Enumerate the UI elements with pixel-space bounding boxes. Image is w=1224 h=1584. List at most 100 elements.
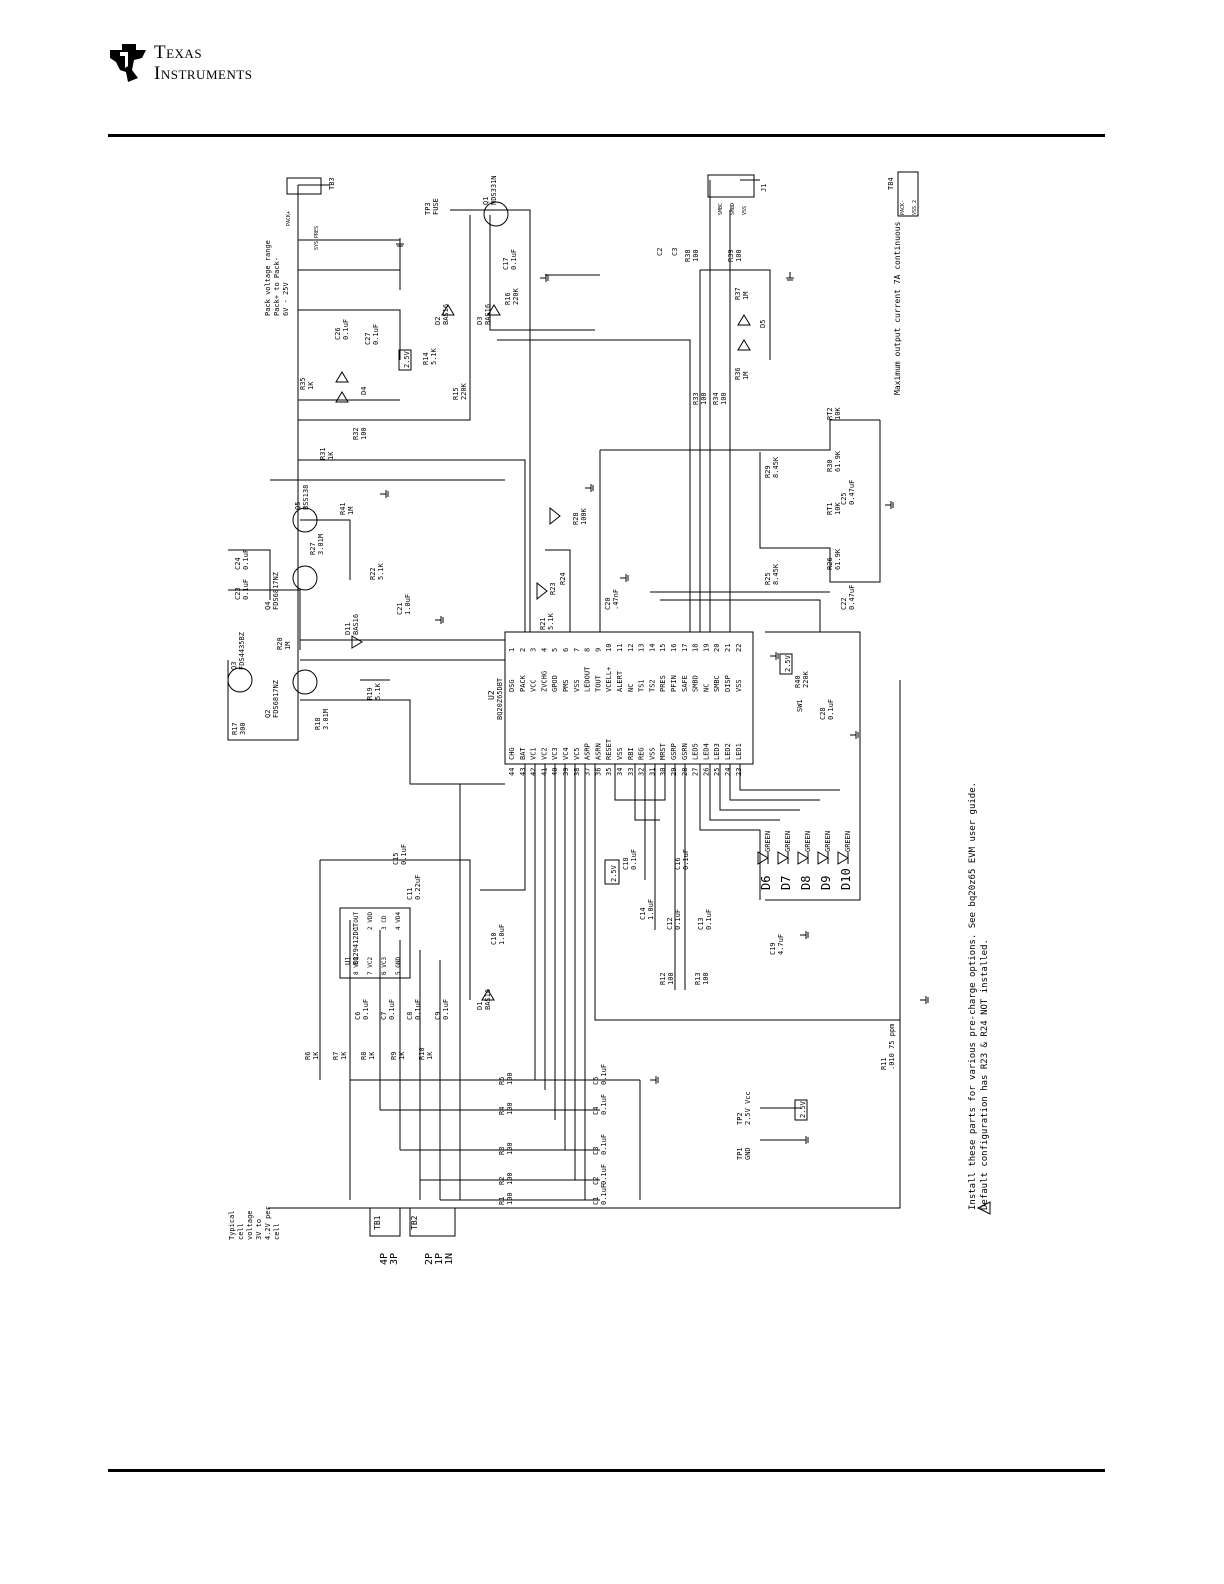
- component-value: 0.1uF: [674, 909, 682, 930]
- component-ref: R20: [276, 637, 284, 650]
- u2-pin-name: DSG: [508, 679, 516, 692]
- component-value: NDS331N: [490, 175, 498, 205]
- j1-box: [707, 174, 755, 198]
- component-ref: C15: [392, 852, 400, 865]
- u2-pin-name: REG: [638, 747, 646, 760]
- component-ref: R31: [319, 447, 327, 460]
- j1-ref: J1: [760, 184, 768, 192]
- company-name: Texas Instruments: [154, 42, 253, 84]
- install-note: Install these parts for various pre-char…: [968, 782, 978, 1210]
- j1-pin: SMBD: [730, 203, 736, 215]
- component-ref: R26: [826, 557, 834, 570]
- component-ref: C3: [671, 248, 679, 256]
- u2-pin-name: GSRN: [681, 743, 689, 760]
- u2-pin-number: 25: [713, 768, 721, 776]
- u2-pin-number: 13: [638, 644, 646, 652]
- tb4-box: [897, 171, 919, 217]
- u1-pin: 5 GND: [395, 957, 402, 975]
- pack-range-group: Pack voltage range Pack+ to Pack- 6V - 2…: [264, 240, 290, 316]
- tp1-label: TP1 GND: [736, 1147, 752, 1160]
- u2-pin-number: 4: [540, 648, 548, 652]
- u2-pin-name: LED5: [692, 743, 700, 760]
- component-ref: C9: [434, 1012, 442, 1020]
- component-value: 0.1uF: [682, 849, 690, 870]
- pack-range-2: Pack+ to Pack-: [273, 257, 281, 316]
- u2-part: BQ20Z65DBT: [496, 677, 504, 720]
- led-color: GREEN: [784, 831, 792, 852]
- cell-v-5: 4.2V per: [264, 1206, 272, 1240]
- component-value: 61.9K: [834, 450, 842, 472]
- u2-pin-name: BAT: [519, 747, 527, 760]
- component-ref: R15: [452, 387, 460, 400]
- u1-body: [339, 907, 411, 979]
- tp2-name: 2.5V Vcc: [744, 1091, 752, 1125]
- u2-pin-name: VSS: [648, 747, 656, 760]
- component-ref: SW1: [796, 699, 804, 712]
- component-value: 1M: [284, 642, 292, 650]
- component-value: 0.1uF: [827, 699, 835, 720]
- tb1-pins: 4P 3P: [379, 1253, 400, 1265]
- u2-pin-name: SAFE: [681, 675, 689, 692]
- component-ref: R25: [764, 572, 772, 585]
- tb1-label: TB1: [373, 1215, 382, 1230]
- u2-pin-name: TS2: [648, 679, 656, 692]
- component-value: 100: [735, 249, 743, 262]
- u2-pin-name: RBI: [627, 747, 635, 760]
- u2-pin-name: VC5: [573, 747, 581, 760]
- component-value: 4.7uF: [777, 934, 785, 955]
- component-value: 1K: [312, 1051, 320, 1060]
- u2-pin-number: 37: [584, 768, 592, 776]
- tb3-pin2: SYS PRES: [314, 226, 320, 250]
- component-ref: RT2: [826, 407, 834, 420]
- component-value: 0.1uF: [600, 1064, 608, 1085]
- u2-pin-number: 40: [551, 768, 559, 776]
- component-ref: R6: [304, 1052, 312, 1060]
- cell-v-1: Typical: [228, 1210, 236, 1240]
- component-ref: R24: [559, 572, 567, 585]
- component-ref: R16: [504, 292, 512, 305]
- component-value: 5.1K: [377, 562, 385, 580]
- component-value: .010 75 ppm: [888, 1024, 896, 1070]
- component-ref: C22: [840, 597, 848, 610]
- u1-pin: 3 CD: [381, 915, 388, 930]
- led-color: GREEN: [804, 831, 812, 852]
- component-value: .47nF: [612, 589, 620, 610]
- u2-right-pin-group: 1DSG2PACK3VCC4ZVCHG5GPOD6PMS7VSS8LEDOUT9…: [508, 644, 743, 692]
- u2-pin-number: 5: [551, 648, 559, 652]
- u2-pin-name: SMBC: [713, 675, 721, 692]
- component-value: 5.1K: [374, 682, 382, 700]
- component-value: 100: [506, 1172, 514, 1185]
- component-value: 1K: [368, 1051, 376, 1060]
- u2-pin-number: 36: [594, 768, 602, 776]
- u2-pin-name: NC: [627, 684, 635, 692]
- component-ref: Q3: [230, 662, 238, 670]
- u2-pin-number: 15: [659, 644, 667, 652]
- component-value: BSS138: [302, 485, 310, 510]
- rail-box-1: [398, 349, 412, 371]
- component-value: 0.1uF: [414, 999, 422, 1020]
- rail-label-2: 2.5V: [784, 654, 792, 672]
- rail-box-4: [794, 1099, 808, 1121]
- component-ref: R30: [826, 459, 834, 472]
- u1-pin: 6 VC3: [381, 957, 388, 975]
- u2-pin-name: MRST: [659, 742, 667, 760]
- u2-pin-name: TS1: [638, 679, 646, 692]
- component-value: 100: [702, 972, 710, 985]
- component-value: 100: [506, 1142, 514, 1155]
- component-ref: R11: [880, 1057, 888, 1070]
- component-value: BAS16: [484, 304, 492, 325]
- u2-pin-number: 33: [627, 768, 635, 776]
- component-value: 0.1uF: [600, 1094, 608, 1115]
- component-value: 1M: [347, 507, 355, 515]
- component-ref: R37: [734, 287, 742, 300]
- u2-pin-name: LED3: [713, 743, 721, 760]
- component-ref: D5: [759, 320, 767, 328]
- component-ref: C27: [364, 332, 372, 345]
- u2-pin-name: SMBD: [692, 675, 700, 692]
- u2-pin-name: VCELL+: [605, 667, 613, 692]
- rail-2v5-2: 2.5V: [784, 654, 792, 672]
- component-ref: C18: [622, 857, 630, 870]
- led-ref: D8: [799, 876, 813, 890]
- led-ref: D10: [839, 868, 853, 890]
